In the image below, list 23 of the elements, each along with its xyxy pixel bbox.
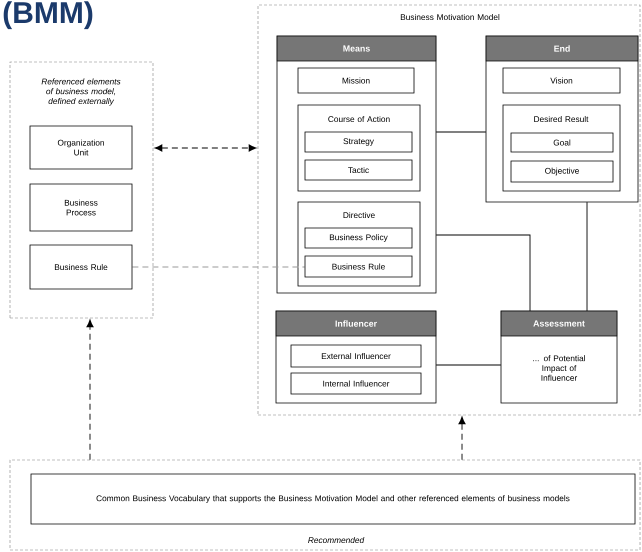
connector	[586, 202, 588, 312]
element-box: Business Rule	[304, 256, 412, 278]
element-box: Organization Unit	[30, 126, 132, 170]
element-box: Business Policy	[304, 228, 412, 248]
connector	[86, 319, 94, 460]
element-box: Internal Influencer	[290, 372, 422, 394]
category-panel: Assessment ... of Potential Impact of Influencer	[500, 310, 618, 404]
element-box: Strategy	[304, 132, 412, 152]
connector	[458, 416, 466, 460]
connector	[154, 144, 257, 152]
connector	[436, 234, 530, 312]
element-box: Mission	[298, 68, 414, 94]
element-box: External Influencer	[290, 344, 422, 368]
element-box: Business Rule	[30, 244, 132, 290]
connector	[132, 266, 306, 268]
element-box: Business Process	[30, 184, 132, 232]
element-box: Vision	[502, 68, 620, 94]
element-box: Goal	[510, 132, 614, 152]
connector	[436, 364, 502, 366]
title: (BMM)	[4, 1, 92, 30]
element-box: Objective	[510, 160, 614, 182]
element-box: Tactic	[304, 160, 412, 180]
element-box: Common Business Vocabulary that supports the Business Motivation Model and other referenced elements of business models	[30, 474, 636, 524]
